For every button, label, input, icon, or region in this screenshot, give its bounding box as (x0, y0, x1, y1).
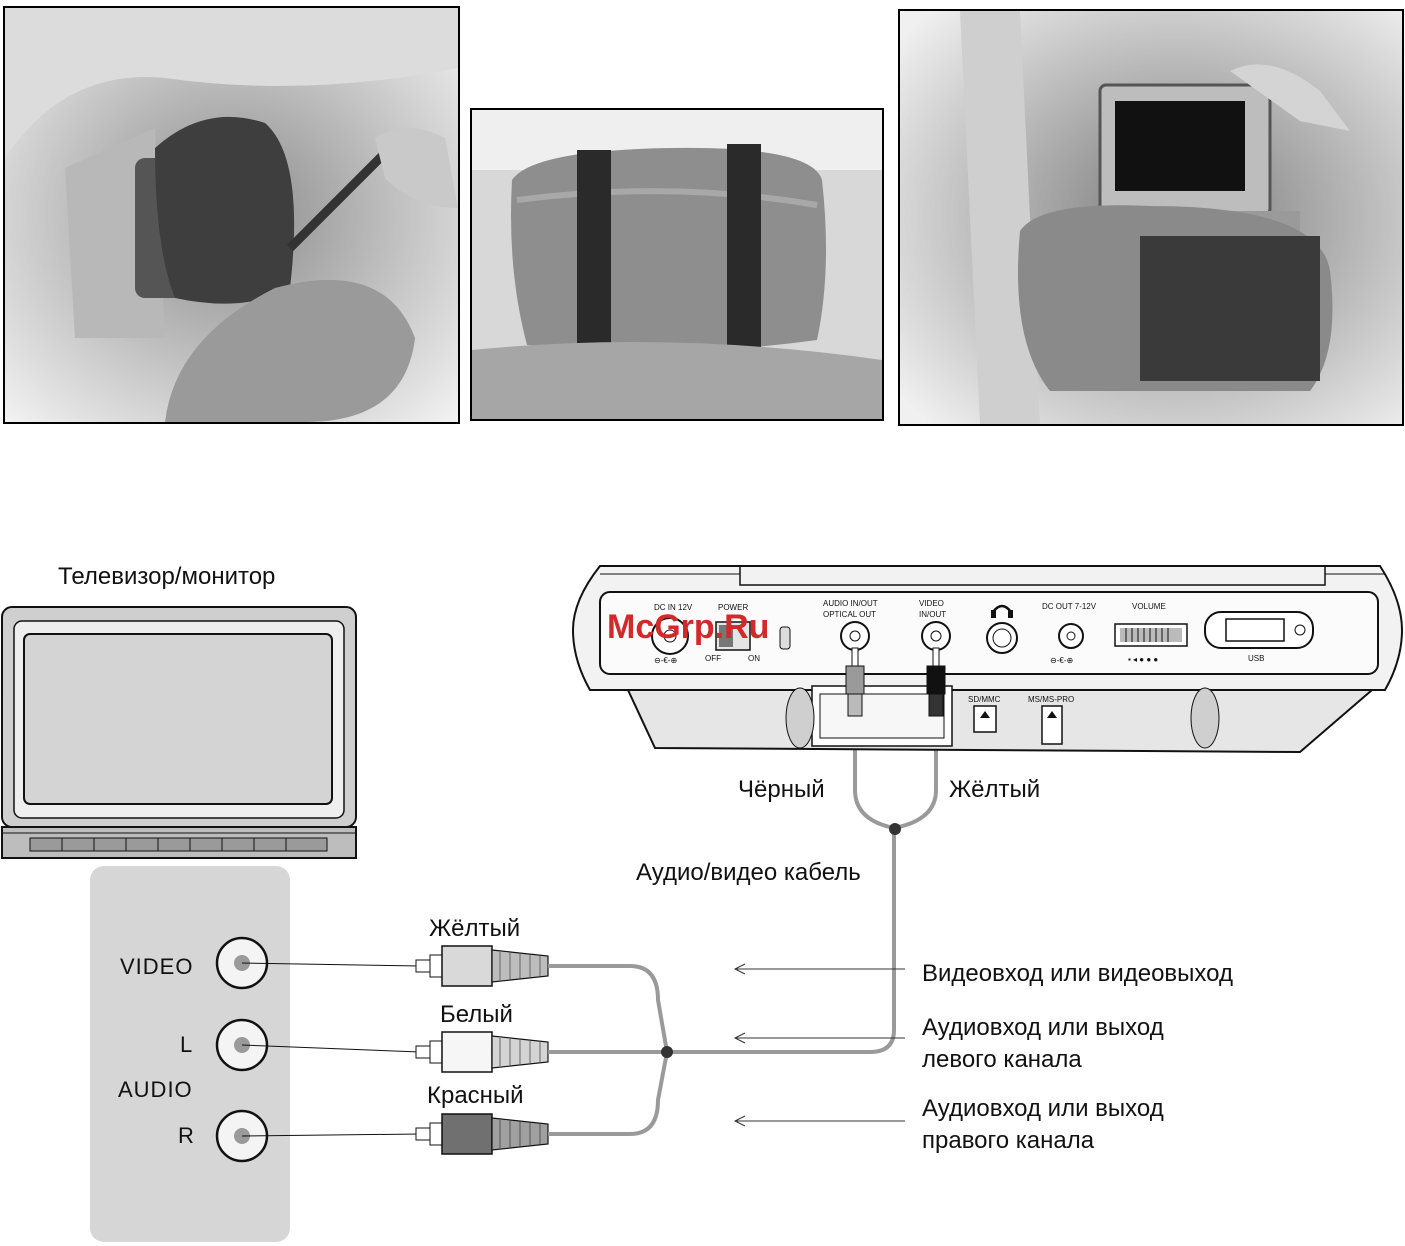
dc-in-polarity-icon: ⊖-€-⊕ (654, 656, 677, 665)
plug-label-white: Белый (440, 1001, 513, 1028)
jack-label-audio: AUDIO (118, 1077, 193, 1102)
panel-label-volume: VOLUME (1132, 602, 1166, 611)
watermark: McGrp.Ru (607, 608, 769, 646)
wire-right (241, 1133, 421, 1137)
jack-label-video: VIDEO (120, 954, 193, 979)
sd-mmc-slot[interactable] (973, 705, 997, 733)
panel-label-dc-out: DC OUT 7-12V (1042, 602, 1097, 611)
ms-pro-slot[interactable] (1041, 705, 1063, 745)
tv-title: Телевизор/монитор (58, 563, 275, 590)
jack-label-r: R (178, 1123, 195, 1148)
wire-left (241, 1044, 421, 1053)
panel-label-audio-inout: AUDIO IN/OUT (823, 599, 878, 608)
panel-label-sd-mmc: SD/MMC (968, 695, 1001, 704)
photo-player-mounted (898, 9, 1404, 426)
volume-slider[interactable] (1114, 623, 1188, 647)
panel-label-off: OFF (705, 654, 721, 663)
headphone-icon (991, 604, 1013, 618)
wire-video (241, 962, 421, 967)
cable-junction-bottom (661, 1046, 673, 1058)
panel-label-usb: USB (1248, 654, 1264, 663)
panel-label-inout: IN/OUT (919, 610, 946, 619)
cable-label-yellow: Жёлтый (949, 776, 1040, 803)
rca-plug-white[interactable] (415, 1031, 549, 1073)
cable-junction-top (889, 823, 901, 835)
panel-label-ms-pro: MS/MS-PRO (1028, 695, 1074, 704)
mini-plug-yellow[interactable] (926, 647, 946, 717)
panel-label-video: VIDEO (919, 599, 944, 608)
rca-plug-red[interactable] (415, 1113, 549, 1155)
dc-out-jack[interactable] (1058, 623, 1084, 649)
tv-button-row (29, 837, 328, 852)
desc-video: Видеовход или видеовыход (922, 960, 1233, 987)
photo-strap-attach (3, 6, 460, 424)
tv-monitor (1, 606, 357, 859)
indicator-led (779, 626, 791, 650)
panel-label-dc-in: DC IN 12V (654, 603, 693, 612)
plug-label-red: Красный (427, 1082, 524, 1109)
player-mounted-photo-icon (900, 11, 1402, 424)
desc-left-line2: левого канала (922, 1046, 1082, 1073)
panel-label-optical-out: OPTICAL OUT (823, 610, 876, 619)
volume-scale-icon: ▪ ◂ ● ● ● (1128, 655, 1158, 664)
headphone-jack[interactable] (986, 622, 1018, 654)
desc-right-line1: Аудиовход или выход (922, 1095, 1164, 1122)
usb-port[interactable] (1204, 611, 1314, 649)
headrest-straps-photo-icon (472, 110, 882, 419)
cable-label-black: Чёрный (738, 776, 825, 803)
arrows (733, 963, 905, 1127)
desc-left-line1: Аудиовход или выход (922, 1014, 1164, 1041)
photo-headrest-straps (470, 108, 884, 421)
power-switch[interactable] (715, 621, 751, 651)
desc-right-line2: правого канала (922, 1127, 1095, 1154)
plug-label-yellow: Жёлтый (429, 915, 520, 942)
mini-plug-black[interactable] (845, 647, 865, 717)
dc-in-jack[interactable] (651, 617, 689, 655)
jack-label-l: L (180, 1032, 193, 1057)
rca-plug-yellow[interactable] (415, 945, 549, 987)
dc-out-polarity-icon: ⊖-€-⊕ (1050, 656, 1073, 665)
av-cable (548, 690, 938, 1136)
strap-attach-photo-icon (5, 8, 458, 422)
video-inout-jack[interactable] (921, 621, 951, 651)
cable-label-av: Аудио/видео кабель (636, 859, 861, 886)
panel-label-power: POWER (718, 603, 748, 612)
panel-label-on: ON (748, 654, 760, 663)
audio-optical-jack[interactable] (840, 621, 870, 651)
dvd-player: DC IN 12V POWER OFF ON AUDIO IN/OUT OPTI… (571, 565, 1404, 754)
